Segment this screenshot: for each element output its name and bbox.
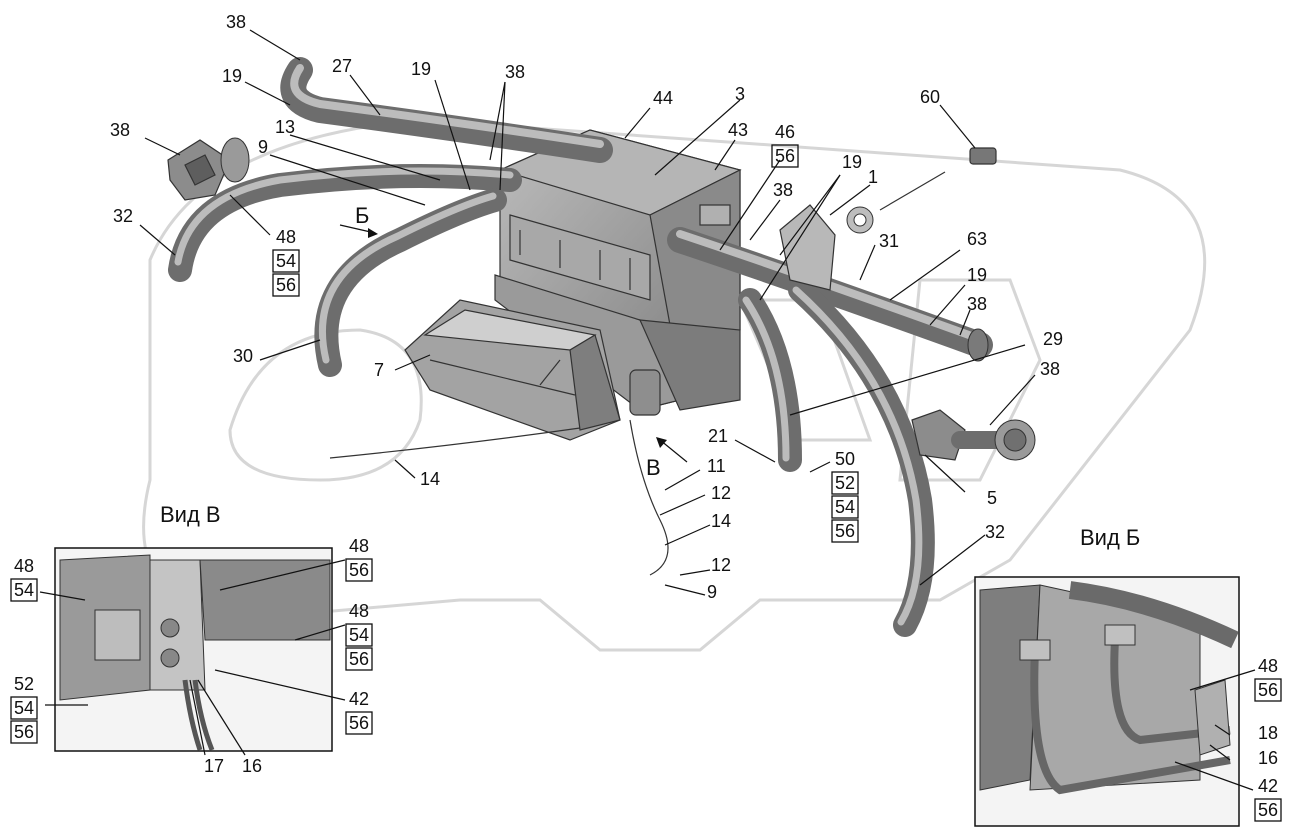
callout-43: 43 [728, 120, 748, 140]
callout-38: 38 [110, 120, 130, 140]
callout-54: 54 [835, 497, 855, 517]
callout-38: 38 [505, 62, 525, 82]
callout-38: 38 [967, 294, 987, 314]
callout-box [345, 647, 373, 671]
callout-56: 56 [349, 560, 369, 580]
callout-48: 48 [349, 536, 369, 556]
callout-54: 54 [14, 698, 34, 718]
callout-box [345, 623, 373, 647]
callout-56: 56 [276, 275, 296, 295]
section-marker-v: В [646, 455, 661, 480]
callout-56: 56 [14, 722, 34, 742]
callout-5: 5 [987, 488, 997, 508]
callout-27: 27 [332, 56, 352, 76]
callout-box [771, 144, 799, 168]
callout-box [831, 471, 859, 495]
callout-box [10, 696, 38, 720]
callout-7: 7 [374, 360, 384, 380]
callout-54: 54 [276, 251, 296, 271]
inset-view-b: Вид Б 48 56 18 16 42 56 [974, 525, 1282, 827]
callout-9: 9 [707, 582, 717, 602]
callout-50: 50 [835, 449, 855, 469]
callout-13: 13 [275, 117, 295, 137]
callout-60: 60 [920, 87, 940, 107]
callout-44: 44 [653, 88, 673, 108]
callout-box [345, 558, 373, 582]
callout-46: 46 [775, 122, 795, 142]
inset-view-v: Вид В 48 54 48 56 48 54 56 52 54 56 42 [10, 502, 373, 776]
callout-19: 19 [842, 152, 862, 172]
section-marker-b: Б [355, 203, 369, 228]
callout-19: 19 [222, 66, 242, 86]
callout-56: 56 [1258, 680, 1278, 700]
callout-54: 54 [14, 580, 34, 600]
callout-16: 16 [242, 756, 262, 776]
callout-38: 38 [226, 12, 246, 32]
air-duct-7 [404, 299, 661, 441]
pipes [168, 57, 993, 637]
callout-17: 17 [204, 756, 224, 776]
callout-19: 19 [411, 59, 431, 79]
callout-56: 56 [775, 146, 795, 166]
callout-52: 52 [835, 473, 855, 493]
callout-box [831, 495, 859, 519]
callout-box [831, 519, 859, 543]
callout-14: 14 [420, 469, 440, 489]
callout-12: 12 [711, 555, 731, 575]
callout-19: 19 [967, 265, 987, 285]
callout-48: 48 [1258, 656, 1278, 676]
callout-56: 56 [349, 713, 369, 733]
callout-42: 42 [349, 689, 369, 709]
callout-box [1254, 798, 1282, 822]
callout-box [272, 249, 300, 273]
callout-56: 56 [835, 521, 855, 541]
callout-32: 32 [985, 522, 1005, 542]
callout-42: 42 [1258, 776, 1278, 796]
callout-11: 11 [707, 456, 726, 476]
callout-56: 56 [349, 649, 369, 669]
callout-box [10, 720, 38, 744]
view-b-title: Вид Б [1080, 525, 1140, 550]
callout-box [272, 273, 300, 297]
callout-52: 52 [14, 674, 34, 694]
small-parts [167, 137, 1036, 576]
callout-54: 54 [349, 625, 369, 645]
callout-38: 38 [1040, 359, 1060, 379]
callout-56: 56 [1258, 800, 1278, 820]
callout-12: 12 [711, 483, 731, 503]
callout-box [10, 578, 38, 602]
view-v-title: Вид В [160, 502, 221, 527]
callout-38: 38 [773, 180, 793, 200]
callout-63: 63 [967, 229, 987, 249]
callout-3: 3 [735, 84, 745, 104]
leader-lines [139, 29, 1036, 596]
callouts-main: 38 19 27 19 38 13 9 38 32 48 54 56 Б 44 … [110, 12, 1063, 602]
callout-box [1254, 678, 1282, 702]
callout-29: 29 [1043, 329, 1063, 349]
callout-14: 14 [711, 511, 731, 531]
callout-48: 48 [349, 601, 369, 621]
callout-32: 32 [113, 206, 133, 226]
callout-48: 48 [14, 556, 34, 576]
callout-30: 30 [233, 346, 253, 366]
callout-box [345, 711, 373, 735]
callout-18: 18 [1258, 723, 1278, 743]
section-arrows [339, 224, 688, 463]
callout-21: 21 [708, 426, 728, 446]
callout-9: 9 [258, 137, 268, 157]
callout-31: 31 [879, 231, 899, 251]
callout-48: 48 [276, 227, 296, 247]
callout-1: 1 [868, 167, 878, 187]
callout-16: 16 [1258, 748, 1278, 768]
